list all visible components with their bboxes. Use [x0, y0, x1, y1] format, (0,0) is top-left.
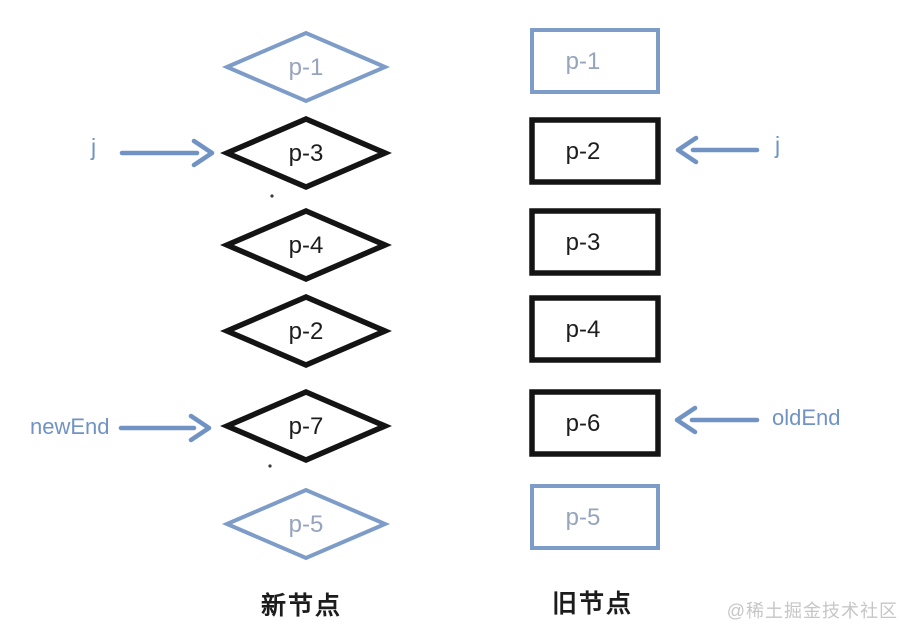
- rect-node-p-4: [529, 295, 661, 363]
- diamond-node-label: p-3: [289, 140, 324, 167]
- rect-node-label: p-6: [566, 410, 601, 437]
- arrow-newend-icon: [118, 413, 212, 443]
- watermark: @稀土掘金技术社区: [726, 601, 898, 621]
- diamond-node-label: p-1: [289, 54, 324, 81]
- diamond-node-label: p-5: [289, 511, 324, 538]
- ink-speck: [268, 464, 272, 468]
- caption-old-nodes: 旧节点: [552, 590, 634, 618]
- diamond-node-p-2: [220, 294, 392, 368]
- diamond-node-p-1: [221, 30, 391, 104]
- rect-node-label: p-3: [566, 229, 601, 256]
- rect-node-p-3: [529, 208, 661, 276]
- diamond-node-label: p-4: [289, 232, 324, 259]
- diamond-node-label: p-7: [289, 413, 324, 440]
- old-nodes-layer: p-1 p-2 p-3 p-4 p-6 p-5: [529, 28, 661, 550]
- diamond-node-p-4: [220, 208, 392, 282]
- arrows-layer: [118, 135, 760, 443]
- pointer-label-oldend: oldEnd: [772, 405, 841, 430]
- rect-node-label: p-2: [566, 138, 601, 165]
- rect-node-p-2: [529, 117, 661, 185]
- rect-node-label: p-4: [566, 316, 601, 343]
- new-nodes-layer: p-1 p-3 p-4 p-2 p-7 p-5: [220, 30, 392, 561]
- arrow-oldend-icon: [674, 405, 760, 435]
- diamond-node-label: p-2: [289, 318, 324, 345]
- rect-node-label: p-5: [566, 504, 601, 531]
- ink-speck: [270, 194, 274, 198]
- diamond-node-p-3: [220, 116, 392, 190]
- rect-node-p-5: [530, 484, 660, 550]
- rect-node-p-1: [530, 28, 660, 94]
- arrow-j-old-icon: [675, 135, 760, 165]
- caption-new-nodes: 新节点: [261, 592, 343, 620]
- rect-node-p-6: [529, 389, 661, 457]
- rect-node-label: p-1: [566, 48, 601, 75]
- diamond-node-p-5: [221, 487, 391, 561]
- pointer-label-j-old: j: [775, 132, 781, 158]
- pointer-label-newend: newEnd: [30, 414, 110, 439]
- pointer-label-j-new: j: [91, 134, 97, 160]
- arrow-j-new-icon: [119, 138, 215, 168]
- diamond-node-p-7: [220, 389, 392, 463]
